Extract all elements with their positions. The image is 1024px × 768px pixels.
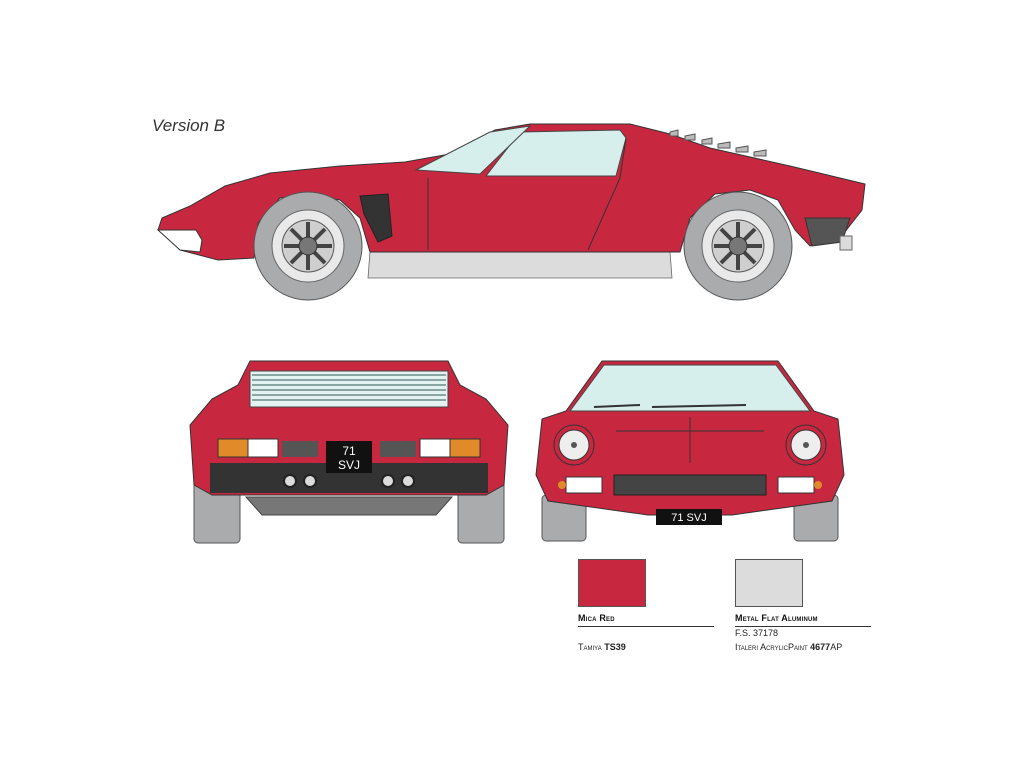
aluminum-fs-line: F.S. 37178	[735, 628, 779, 638]
mica-red-swatch	[578, 559, 646, 607]
aluminum-italeri-line: Italeri AcrylicPaint 4677AP	[735, 642, 843, 652]
mica-red-rule	[578, 626, 714, 627]
rear-license-plate	[326, 441, 372, 473]
front-plate-text: 71 SVJ	[671, 512, 706, 524]
version-title: Version B	[152, 116, 226, 135]
aluminum-name: Metal Flat Aluminum	[735, 613, 818, 623]
engine-louvers	[669, 129, 767, 157]
right-headlight	[785, 424, 827, 466]
windshield	[414, 125, 532, 175]
front-windshield	[569, 364, 811, 412]
mica-red-brand-line: Tamiya TS39	[578, 642, 626, 652]
mica-red-name: Mica Red	[578, 613, 615, 623]
rear-wheel	[683, 191, 793, 301]
front-license-plate	[656, 509, 722, 525]
side-intake	[359, 193, 393, 243]
aluminum-rule	[735, 626, 871, 627]
front-wheel	[253, 191, 363, 301]
rear-plate-line1: 71	[342, 444, 356, 458]
left-headlight	[553, 424, 595, 466]
side-view-illustration	[156, 123, 866, 301]
aluminum-swatch	[735, 559, 803, 607]
rear-view-illustration: 71 SVJ	[189, 360, 509, 544]
front-view-illustration: 71 SVJ	[535, 360, 845, 542]
side-sill	[367, 251, 673, 279]
rear-plate-line2: SVJ	[338, 458, 360, 472]
